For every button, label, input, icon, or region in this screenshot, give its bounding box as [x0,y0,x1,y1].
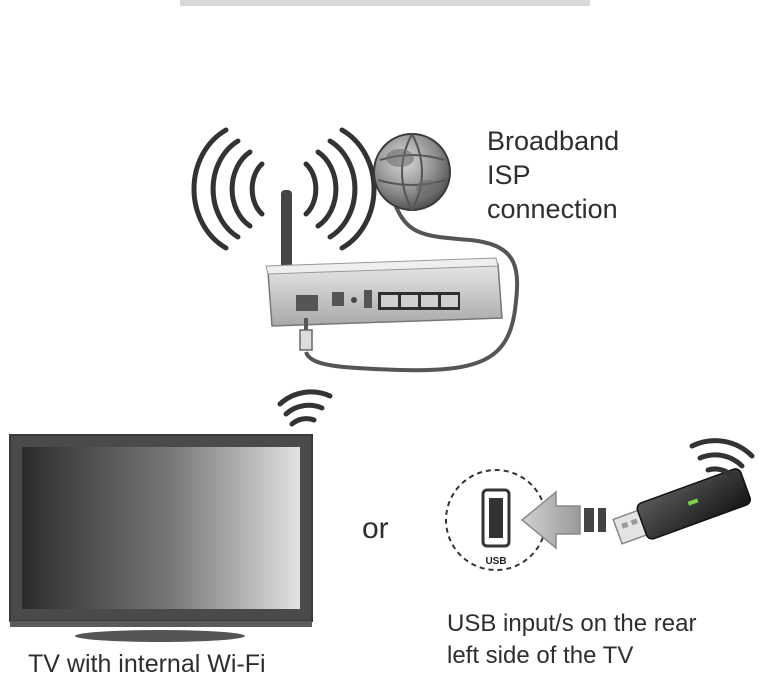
usb-dongle-icon [612,468,751,545]
isp-label-line-1: Broadband [487,126,620,156]
ethernet-plug-icon [299,318,313,351]
tv-label: TV with internal Wi-Fi [28,650,266,678]
isp-label-line-2: ISP [487,160,531,190]
router-icon [265,190,503,327]
top-fragment [180,0,590,6]
usb-input-label: USB input/s on the rear left side of the… [447,608,747,672]
arrow-left-icon [520,490,606,550]
or-label: or [362,512,389,545]
tv-icon [9,434,313,642]
globe-icon [373,133,451,211]
wifi-signal-icon [689,438,755,479]
wifi-signal-icon [191,127,377,251]
isp-label-line-3: connection [487,194,618,224]
isp-connection-label: Broadband ISP connection [487,124,707,226]
wifi-signal-icon [277,389,333,427]
isp-cable [304,195,520,373]
usb-port-tag: USB [485,556,507,567]
usb-label-line-2: left side of the TV [447,642,634,669]
usb-label-line-1: USB input/s on the rear [447,610,697,637]
